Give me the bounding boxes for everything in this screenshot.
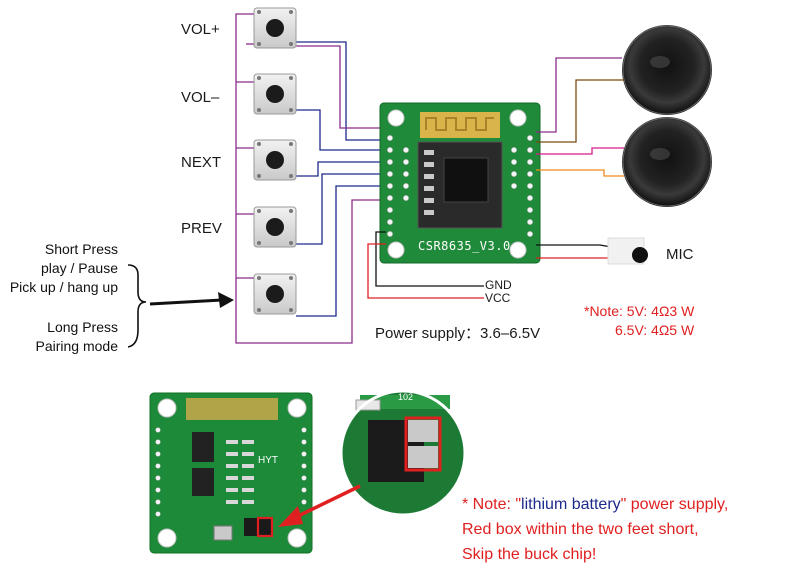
button-wiring (235, 13, 386, 344)
press-brace (127, 264, 147, 348)
power-wiring (367, 231, 484, 299)
long-press-text: Long Press Pairing mode (36, 318, 119, 356)
zoom-label-102: 102 (398, 392, 414, 402)
vcc-label: VCC (485, 291, 511, 305)
battery-note-line1: * Note: "lithium battery" power supply, (462, 492, 728, 517)
speaker-note-line2: 6.5V: 4Ω5 W (615, 322, 695, 338)
long-press-line1: Pairing mode (35, 338, 119, 354)
battery-note-suffix: " power supply, (620, 496, 729, 513)
battery-note-line2: Red box within the two feet short, (462, 521, 699, 538)
button-vol-minus (253, 73, 297, 115)
power-supply-label: Power supply：3.6–6.5V (375, 325, 541, 342)
button-next (253, 139, 297, 181)
battery-note-line3: Skip the buck chip! (462, 546, 597, 563)
label-vol-plus: VOL+ (181, 21, 220, 38)
label-vol-minus: VOL– (181, 89, 220, 106)
mic-icon (607, 237, 648, 265)
speaker-bottom (622, 117, 712, 207)
battery-note: * Note: "lithium battery" power supply, … (462, 492, 728, 567)
button-prev (253, 206, 297, 248)
bottom-pcb (149, 392, 313, 554)
label-prev: PREV (181, 220, 222, 237)
battery-note-prefix: * Note: " (462, 496, 522, 513)
label-next: NEXT (181, 154, 222, 171)
speaker-wiring (536, 57, 624, 177)
red-arrow-icon (278, 484, 361, 527)
button-vol-plus (253, 7, 297, 49)
bottom-label-hyt: HYT (258, 455, 278, 466)
button-multifunction (253, 273, 297, 315)
speaker-note-line1: *Note: 5V: 4Ω3 W (584, 303, 695, 319)
gnd-label: GND (485, 278, 512, 292)
long-press-title: Long Press (47, 319, 118, 335)
short-press-title: Short Press (44, 241, 118, 257)
zoom-detail (339, 389, 467, 517)
mic-label: MIC (666, 246, 694, 263)
arrow-icon (149, 292, 234, 308)
main-pcb (379, 102, 541, 264)
short-press-line2: Pick up / hang up (9, 279, 118, 295)
short-press-line1: play / Pause (40, 260, 118, 276)
chip-label: CSR8635_V3.0 (418, 239, 511, 253)
short-press-text: Short Press play / Pause Pick up / hang … (10, 240, 118, 297)
speaker-top (622, 25, 712, 115)
battery-note-highlight: lithium battery (521, 496, 621, 513)
